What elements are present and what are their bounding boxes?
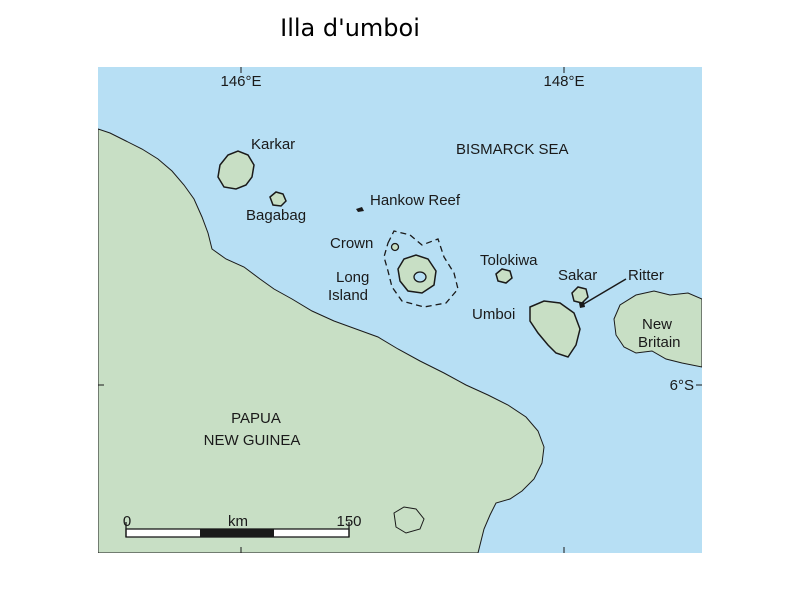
coast-detail bbox=[393, 506, 425, 534]
label-new-britain-line2: Britain bbox=[638, 334, 681, 351]
scale-bar-unit-label: km bbox=[228, 513, 248, 530]
label-hankow-reef: Hankow Reef bbox=[370, 192, 461, 209]
lon-148-label: 148°E bbox=[543, 73, 584, 90]
label-bagabag: Bagabag bbox=[246, 207, 306, 224]
scale-bar-min-label: 0 bbox=[123, 513, 131, 530]
bagabag-island bbox=[269, 191, 287, 207]
label-tolokiwa: Tolokiwa bbox=[480, 252, 538, 269]
sakar-island bbox=[571, 286, 589, 304]
umboi-island bbox=[529, 300, 581, 358]
ritter-leader-line bbox=[581, 278, 627, 306]
papua-new-guinea-landmass bbox=[98, 128, 545, 553]
long-island-crater-lake bbox=[413, 271, 427, 283]
karkar-island bbox=[217, 150, 255, 190]
label-long-island-line1: Long bbox=[336, 269, 369, 286]
tolokiwa-island bbox=[495, 268, 513, 284]
lon-146-label: 146°E bbox=[220, 73, 261, 90]
lat-6s-label: 6°S bbox=[670, 377, 694, 394]
label-long-island-line2: Island bbox=[328, 287, 368, 304]
map: 146°E 148°E 6°S Karkar Bagabag Hankow Re… bbox=[98, 67, 702, 553]
label-umboi: Umboi bbox=[472, 306, 515, 323]
long-island-boundary bbox=[383, 230, 459, 308]
label-papua: PAPUA bbox=[231, 410, 281, 427]
scale-bar bbox=[125, 522, 350, 538]
label-new-britain-line1: New bbox=[642, 316, 672, 333]
label-ritter: Ritter bbox=[628, 267, 664, 284]
page-title: Illa d'umboi bbox=[280, 14, 420, 42]
label-karkar: Karkar bbox=[251, 136, 295, 153]
scale-bar-max-label: 150 bbox=[336, 513, 361, 530]
hankow-reef bbox=[356, 207, 364, 212]
label-new-guinea: NEW GUINEA bbox=[204, 432, 301, 449]
label-crown: Crown bbox=[330, 235, 373, 252]
label-sakar: Sakar bbox=[558, 267, 597, 284]
new-britain-landmass bbox=[613, 290, 702, 368]
crown-island bbox=[390, 242, 400, 252]
label-bismarck-sea: BISMARCK SEA bbox=[456, 141, 569, 158]
